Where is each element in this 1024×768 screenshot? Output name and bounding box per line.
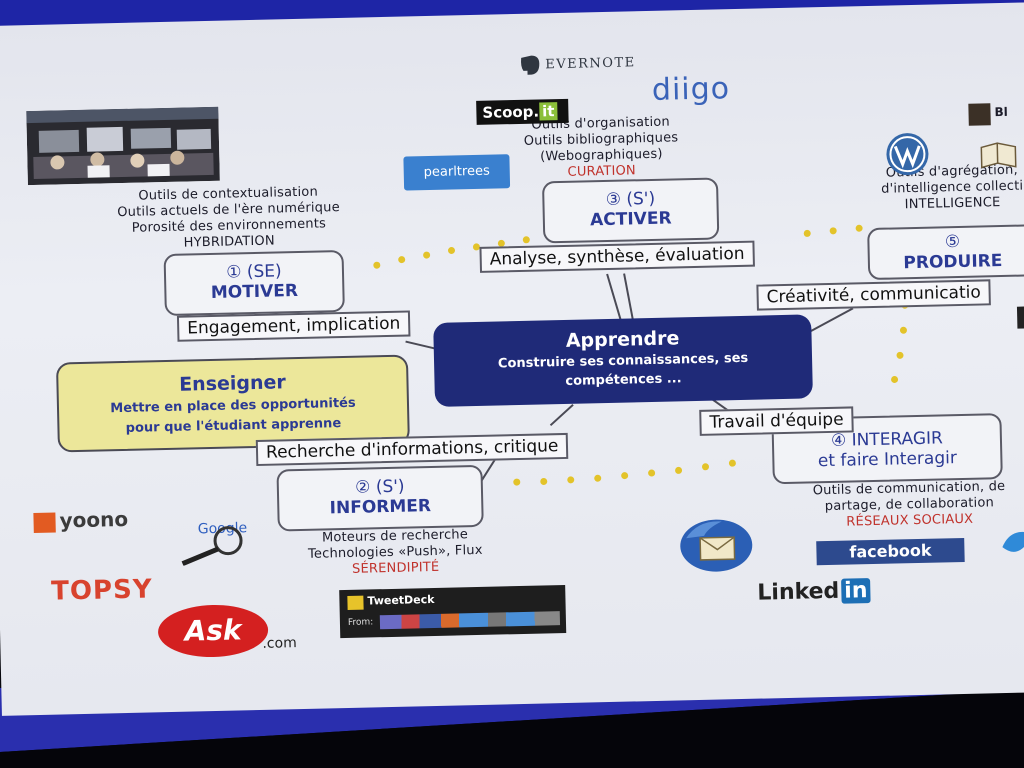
node-motiver-verb: MOTIVER	[210, 280, 299, 303]
node-produire: ⑤ PRODUIRE	[867, 224, 1024, 281]
tweetdeck-services-strip	[379, 611, 561, 630]
tweetdeck-icon	[347, 595, 364, 610]
classroom-photo-image	[26, 106, 220, 186]
tag-creativite: Créativité, communicatio	[756, 279, 992, 311]
ask-suffix: .com	[262, 635, 297, 652]
evernote-logo: EVERNOTE	[545, 55, 636, 73]
teach-line-2: pour que l'étudiant apprenne	[125, 416, 342, 436]
pearltrees-logo: pearltrees	[403, 154, 511, 191]
linkedin-in: in	[841, 578, 871, 604]
tag-travail: Travail d'équipe	[699, 406, 854, 436]
tweetdeck-from-label: From:	[347, 617, 374, 628]
thunderbird-icon	[680, 519, 753, 572]
evernote-elephant-icon	[521, 55, 540, 75]
node-activer-verb: ACTIVER	[589, 208, 672, 231]
tag-engagement: Engagement, implication	[176, 310, 411, 342]
wordpress-icon	[886, 133, 929, 176]
node-interagir-verb: et faire Interagir	[817, 448, 958, 472]
node-motiver: ① (SE) MOTIVER	[163, 249, 345, 317]
node-produire-verb: PRODUIRE	[903, 251, 1003, 274]
scoopit-logo: Scoop.it	[476, 98, 569, 125]
twitter-bird-icon	[1002, 531, 1024, 552]
magnifier-icon	[181, 526, 243, 566]
tweetdeck-logo: TweetDeck From:	[339, 585, 567, 639]
yoono-icon	[33, 512, 56, 533]
caption-informer: Moteurs de recherche Technologies «Push»…	[260, 526, 531, 580]
node-informer: ② (S') INFORMER	[276, 464, 484, 532]
caption-motiver: Outils de contextualisation Outils actue…	[78, 183, 379, 254]
facebook-logo: facebook	[816, 537, 965, 566]
caption-activer: Outils d'organisation Outils bibliograph…	[501, 114, 702, 183]
scoopit-suffix: it	[538, 102, 558, 121]
yoono-name: yoono	[59, 506, 129, 533]
diigo-logo: diigo	[651, 71, 731, 108]
blogger-fragment: Bl	[994, 104, 1008, 120]
partial-icon	[1016, 306, 1024, 329]
center-box-apprendre: Apprendre Construire ses connaissances, …	[433, 314, 813, 407]
yoono-logo: yoono	[33, 507, 128, 533]
tweetdeck-name: TweetDeck	[367, 592, 435, 608]
caption-interagir: Outils de communication, de partage, de …	[769, 478, 1024, 532]
blogger-avatar-image	[968, 103, 991, 126]
node-activer: ③ (S') ACTIVER	[541, 177, 720, 244]
book-icon	[980, 142, 1017, 169]
slide: Apprendre Construire ses connaissances, …	[0, 2, 1024, 716]
node-informer-verb: INFORMER	[329, 496, 432, 519]
scoopit-name: Scoop.	[482, 102, 540, 122]
linkedin-name: Linked	[757, 578, 840, 606]
topsy-logo: TOPSY	[50, 574, 153, 607]
